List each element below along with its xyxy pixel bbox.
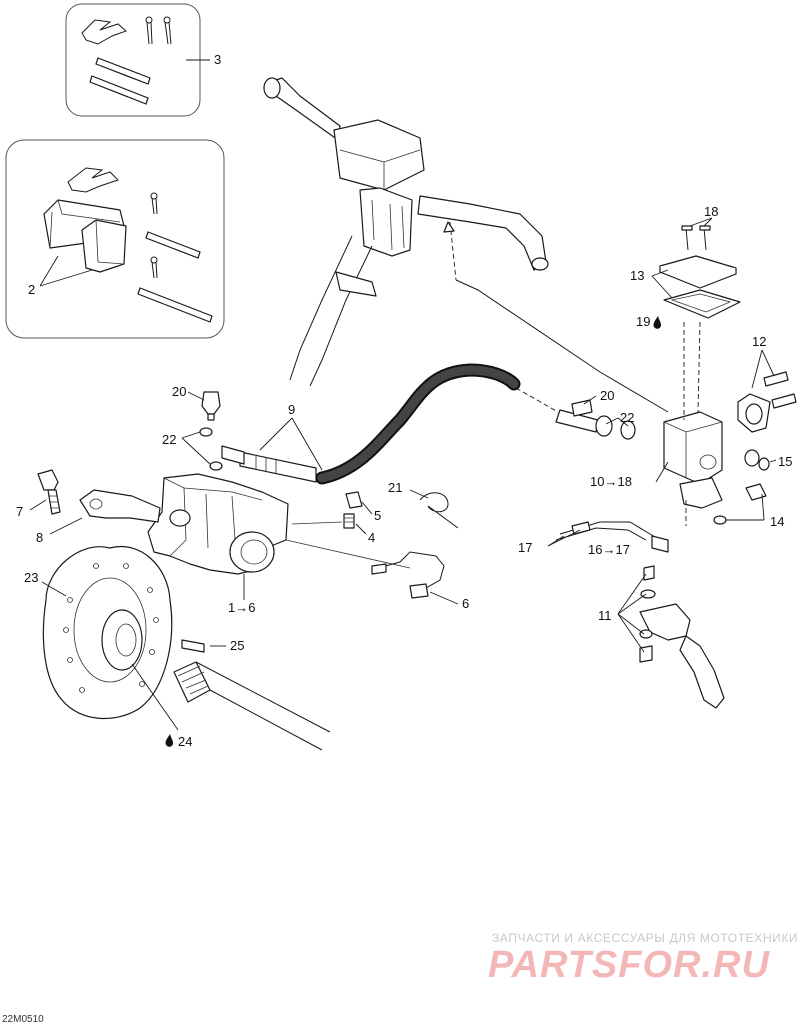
brake-lever: [617, 565, 725, 709]
callout-4: 4: [368, 530, 375, 545]
callout-11: 11: [598, 608, 612, 623]
callout-17: 17: [518, 540, 532, 555]
callout-23: 23: [24, 570, 38, 585]
callout-8: 8: [36, 530, 43, 545]
brake-disc: [41, 546, 179, 731]
caliper-bracket: [29, 469, 161, 535]
inset-box-pads: [5, 139, 225, 339]
callout-24: 24: [178, 734, 192, 749]
callout-13: 13: [630, 268, 644, 283]
inset-box-pins: [65, 3, 210, 117]
callout-7: 7: [16, 504, 23, 519]
callout-18: 18: [704, 204, 718, 219]
callout-2: 2: [28, 282, 35, 297]
callout-3: 3: [214, 52, 221, 67]
callout-22-right: 22: [620, 410, 634, 425]
callout-14: 14: [770, 514, 784, 529]
callout-12: 12: [752, 334, 766, 349]
brake-hose: [239, 363, 599, 485]
fluid-drop-icon-24: [165, 734, 173, 747]
callout-15: 15: [778, 454, 792, 469]
callout-21: 21: [388, 480, 402, 495]
callout-16-17: 16→17: [588, 542, 630, 557]
fluid-drop-icon-19: [653, 316, 661, 329]
master-cylinder: [655, 321, 723, 526]
drawing-code: 22M0510: [2, 1014, 44, 1025]
callout-1-6: 1→6: [228, 600, 255, 615]
brake-switch-wire: [547, 521, 669, 553]
callout-19: 19: [636, 314, 650, 329]
callout-6: 6: [462, 596, 469, 611]
handlebar-assembly: [263, 77, 669, 413]
caliper-banjo-bolt: [181, 391, 245, 471]
brake-caliper: [147, 473, 411, 600]
master-small-parts: [713, 449, 777, 525]
callout-22-left: 22: [162, 432, 176, 447]
drive-shaft: [173, 639, 331, 751]
watermark-logo: PARTSFOR.RU: [488, 944, 770, 986]
handlebar-clamp: [737, 349, 797, 433]
callout-20-right: 20: [600, 388, 614, 403]
callout-25: 25: [230, 638, 244, 653]
caliper-wire: [371, 551, 459, 605]
master-banjo-bolt: [571, 395, 636, 440]
callout-9: 9: [288, 402, 295, 417]
callout-20-left: 20: [172, 384, 186, 399]
tie-wrap: [409, 489, 459, 529]
watermark-tagline: ЗАПЧАСТИ И АКСЕССУАРЫ ДЛЯ МОТОТЕХНИКИ: [492, 931, 799, 945]
reservoir-cover: [651, 217, 741, 319]
callout-labels: 3 2 18 13 19 12 20 9 20 22 22 15 10→18 2…: [16, 52, 792, 749]
bleeder-screw: [291, 491, 373, 535]
callout-10-18: 10→18: [590, 474, 632, 489]
callout-5: 5: [374, 508, 381, 523]
